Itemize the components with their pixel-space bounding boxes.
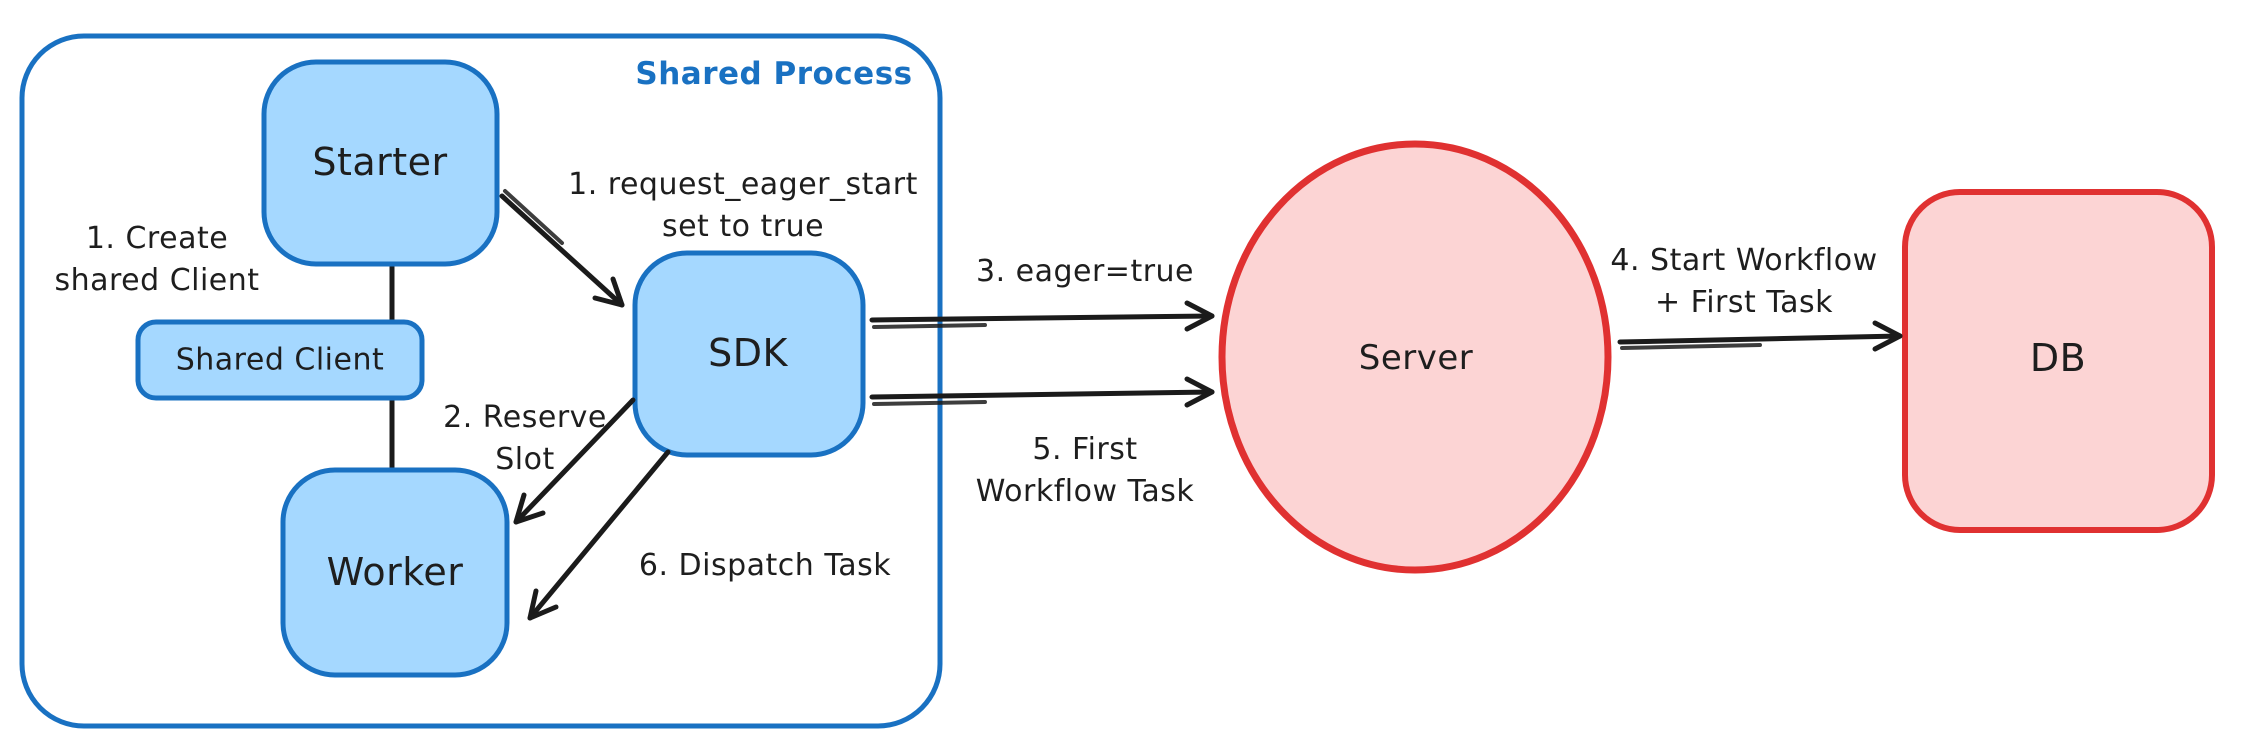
annotation-create-shared-client: 1. Create shared Client [54, 218, 259, 302]
starter-node [261, 59, 500, 267]
db-label: DB [2029, 336, 2087, 380]
arrow-sdk-worker-reserve [513, 397, 636, 525]
annotation-line: + First Task [1654, 285, 1834, 320]
annotation-eager-true: 3. eager=true [975, 254, 1195, 289]
annotation-line: Workflow Task [975, 474, 1195, 509]
annotation-line: shared Client [54, 263, 260, 298]
annotation-line: 2. Reserve [443, 400, 607, 435]
annotation-line: 1. request_eager_start [568, 167, 918, 202]
annotation-first-workflow-task: 5. First Workflow Task [976, 429, 1195, 513]
arrow-server-db [1617, 320, 1903, 352]
db-node [1902, 189, 2215, 533]
server-node [1218, 140, 1612, 574]
server-label: Server [1358, 338, 1474, 378]
arrow-sdk-server-upper [869, 300, 1215, 332]
shared-process-title: Shared Process [635, 56, 913, 92]
annotation-line: 1. Create [85, 221, 229, 256]
annotation-line: Slot [495, 442, 555, 477]
worker-node [280, 467, 510, 678]
annotation-line: 4. Start Workflow [1610, 243, 1878, 278]
sdk-label: SDK [708, 331, 788, 375]
annotation-dispatch-task: 6. Dispatch Task [638, 548, 892, 583]
annotation-reserve-slot: 2. Reserve Slot [443, 397, 607, 481]
arrow-sdk-worker-dispatch [527, 449, 671, 621]
annotation-line: set to true [661, 209, 825, 244]
annotation-request-eager-start: 1. request_eager_start set to true [568, 164, 918, 248]
sdk-node [632, 250, 866, 458]
shared-client-label: Shared Client [175, 342, 385, 378]
shared-client-node [135, 319, 425, 401]
shared-process-container [19, 33, 943, 729]
starter-label: Starter [312, 140, 448, 184]
arrow-starter-sdk [499, 189, 625, 308]
worker-label: Worker [326, 550, 464, 594]
annotation-line: 5. First [1032, 432, 1138, 467]
arrow-sdk-server-lower [869, 376, 1215, 408]
annotation-start-workflow: 4. Start Workflow + First Task [1610, 240, 1877, 324]
